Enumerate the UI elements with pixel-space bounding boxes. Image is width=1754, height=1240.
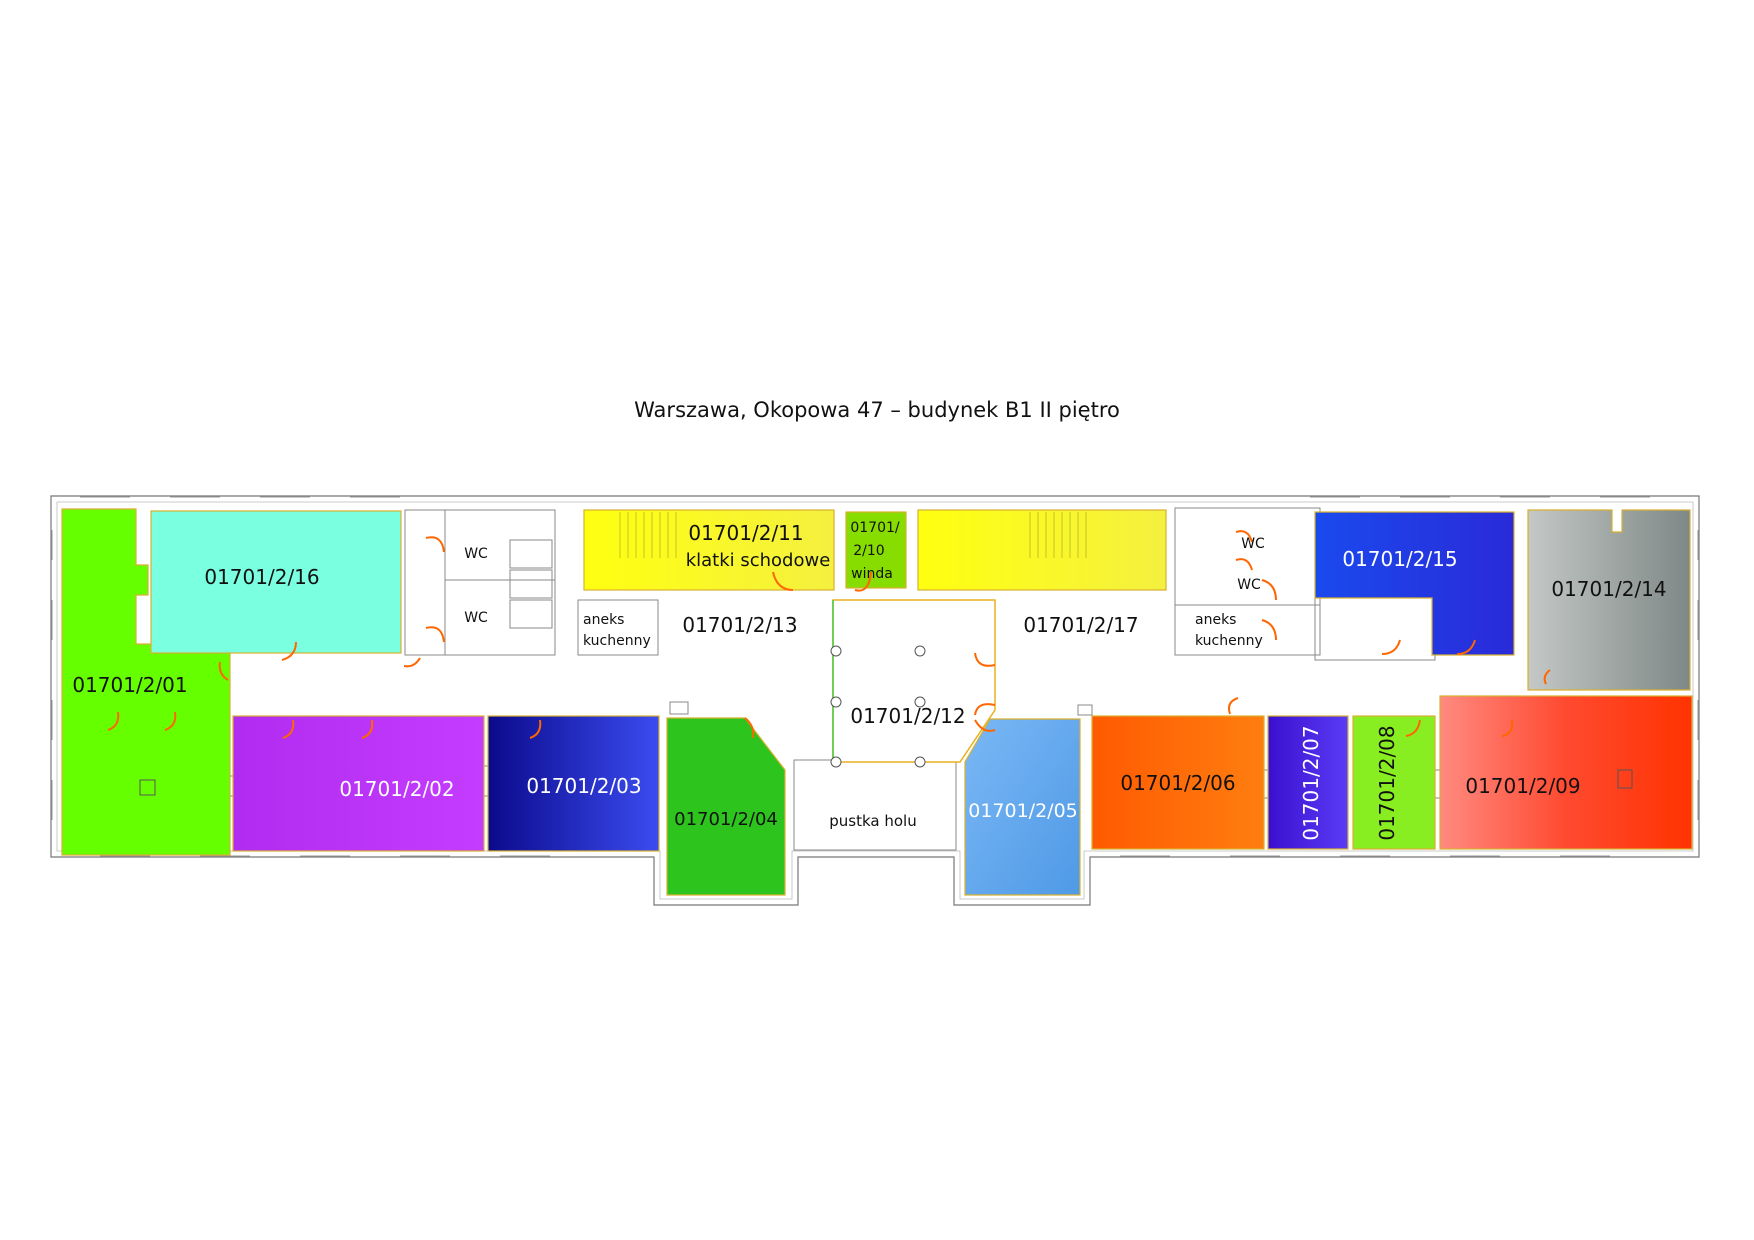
label-r05: 01701/2/05 (968, 800, 1078, 822)
room-01701-2-01[interactable] (61, 508, 231, 856)
label-r16: 01701/2/16 (204, 565, 319, 589)
label-wc-4: WC (1237, 577, 1261, 593)
label-r09: 01701/2/09 (1465, 774, 1580, 798)
label-r14: 01701/2/14 (1551, 577, 1666, 601)
columns (139, 645, 1633, 796)
room-01701-2-12[interactable] (832, 599, 996, 763)
room-01701-2-08[interactable] (1352, 715, 1436, 850)
label-pustka: pustka holu (829, 812, 916, 830)
room-01701-2-14[interactable] (1527, 509, 1691, 691)
doors (107, 530, 1551, 739)
room-01701-2-09[interactable] (1439, 695, 1693, 850)
room-01701-2-16[interactable] (150, 510, 402, 654)
label-r03: 01701/2/03 (526, 774, 641, 798)
room-01701-2-10[interactable] (845, 511, 907, 589)
room-01701-2-11-left[interactable] (583, 509, 835, 591)
label-r11: 01701/2/11 (688, 521, 803, 545)
plan-title: Warszawa, Okopowa 47 – budynek B1 II pię… (634, 398, 1120, 422)
label-r06: 01701/2/06 (1120, 771, 1235, 795)
stair-treads (619, 512, 1087, 558)
window-marks (51, 496, 1699, 857)
label-aneks-1b: kuchenny (583, 633, 651, 649)
label-aneks-1a: aneks (583, 612, 624, 628)
label-wc-3: WC (1241, 536, 1265, 552)
label-r07: 01701/2/07 (1299, 725, 1323, 840)
label-r11-desc: klatki schodowe (686, 550, 831, 571)
label-r10-line3: winda (851, 566, 893, 582)
building-outline (50, 495, 1700, 906)
label-r15: 01701/2/15 (1342, 547, 1457, 571)
room-01701-2-15[interactable] (1314, 511, 1515, 656)
label-r10-line2: 2/10 (853, 543, 884, 559)
label-r02: 01701/2/02 (339, 777, 454, 801)
label-wc-2: WC (464, 610, 488, 626)
label-aneks-2b: kuchenny (1195, 633, 1263, 649)
room-01701-2-06[interactable] (1091, 715, 1265, 850)
room-01701-2-02[interactable] (232, 715, 485, 852)
label-r13: 01701/2/13 (682, 613, 797, 637)
room-01701-2-03[interactable] (487, 715, 660, 852)
room-01701-2-11-right[interactable] (917, 509, 1167, 591)
label-r17: 01701/2/17 (1023, 613, 1138, 637)
label-wc-1: WC (464, 546, 488, 562)
room-labels: 01701/2/16 01701/2/01 01701/2/02 01701/2… (72, 520, 1666, 841)
room-01701-2-05[interactable] (964, 718, 1081, 896)
label-r04: 01701/2/04 (674, 809, 778, 830)
label-r01: 01701/2/01 (72, 673, 187, 697)
label-r08: 01701/2/08 (1375, 725, 1399, 840)
label-aneks-2a: aneks (1195, 612, 1236, 628)
label-r10-line1: 01701/ (850, 520, 900, 536)
label-r12: 01701/2/12 (850, 704, 965, 728)
room-01701-2-07[interactable] (1267, 715, 1349, 850)
room-01701-2-04[interactable] (666, 717, 786, 896)
